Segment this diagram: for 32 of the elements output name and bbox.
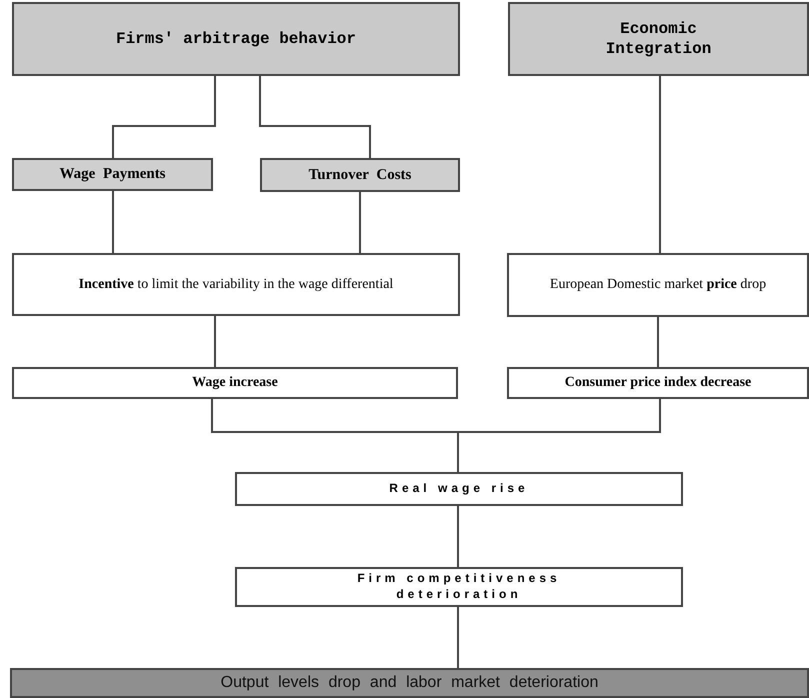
connector-line xyxy=(659,76,661,253)
node-text: Consumer price index decrease xyxy=(564,375,752,391)
node-text: Economic Integration xyxy=(604,19,712,59)
connector-line xyxy=(657,317,659,367)
outcome-box xyxy=(10,668,809,698)
heading-box xyxy=(508,2,809,76)
process-box xyxy=(235,472,683,506)
process-box xyxy=(235,567,683,607)
node-text: Firms' arbitrage behavior xyxy=(116,29,356,49)
node-text: Wage Payments xyxy=(59,166,166,183)
process-box xyxy=(12,253,460,316)
node-text: Real wage rise xyxy=(389,481,529,497)
node-text: Incentive to limit the variability in the wage differential xyxy=(78,276,394,294)
node-text: Firm competitiveness deterioration xyxy=(356,571,562,603)
factor-box xyxy=(260,158,460,192)
factor-box xyxy=(12,158,213,191)
connector-line xyxy=(457,506,459,567)
process-box xyxy=(507,253,809,317)
heading-box xyxy=(12,2,460,76)
connector-line xyxy=(457,399,661,472)
connector-line xyxy=(359,192,361,253)
connector-line xyxy=(112,191,114,253)
node-text: Turnover Costs xyxy=(308,166,412,184)
node-text: Output levels drop and labor market deterioration xyxy=(220,674,598,692)
process-box xyxy=(507,367,809,399)
connector-line xyxy=(214,316,216,367)
process-box xyxy=(12,367,458,399)
connector-line xyxy=(259,76,371,158)
node-text: Wage increase xyxy=(192,375,278,391)
connector-line xyxy=(457,607,459,668)
node-text: European Domestic market price drop xyxy=(550,276,766,294)
connector-line xyxy=(112,76,216,158)
